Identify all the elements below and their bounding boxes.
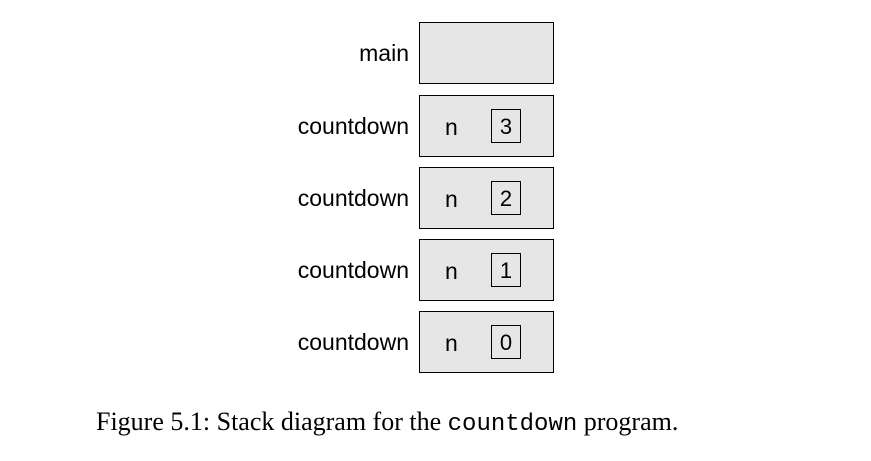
caption-code: countdown	[447, 411, 578, 438]
frame-label: main	[359, 40, 409, 66]
variable-name: n	[445, 258, 458, 284]
frame-label: countdown	[297, 257, 409, 283]
frame-box	[419, 22, 554, 84]
variable-name: n	[445, 186, 458, 212]
variable-value-box: 3	[491, 109, 521, 143]
frame-box: n 0	[419, 311, 554, 373]
frame-label: countdown	[297, 185, 409, 211]
variable-value-box: 0	[491, 325, 521, 359]
frame-label: countdown	[297, 329, 409, 355]
caption-prefix: Figure 5.1: Stack diagram for the	[96, 407, 448, 436]
frame-label: countdown	[297, 113, 409, 139]
figure-caption: Figure 5.1: Stack diagram for the countd…	[96, 402, 678, 445]
stack-diagram: main countdown n 3 countdown n 2 countdo…	[0, 22, 871, 373]
variable-value-box: 1	[491, 253, 521, 287]
frame-box: n 3	[419, 95, 554, 157]
stack-frame-countdown-1: countdown n 3	[0, 95, 871, 157]
stack-frame-countdown-2: countdown n 2	[0, 167, 871, 229]
frame-box: n 1	[419, 239, 554, 301]
frame-box: n 2	[419, 167, 554, 229]
stack-frame-main: main	[0, 22, 871, 84]
variable-name: n	[445, 114, 458, 140]
caption-suffix: program.	[577, 407, 679, 436]
stack-frame-countdown-3: countdown n 1	[0, 239, 871, 301]
variable-value-box: 2	[491, 181, 521, 215]
variable-name: n	[445, 330, 458, 356]
stack-frame-countdown-4: countdown n 0	[0, 311, 871, 373]
